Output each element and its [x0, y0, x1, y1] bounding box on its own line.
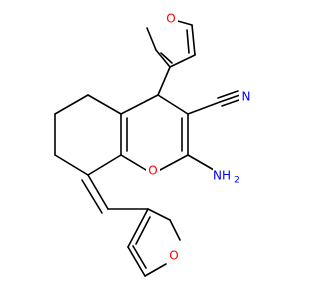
label-bg-nitrile-n	[239, 89, 253, 105]
bond-furan-top-c2-c3	[155, 49, 171, 68]
bond-c4a-c5	[87, 94, 122, 115]
atom-labels: O N NH 2 O O	[148, 12, 250, 263]
molecule-diagram: O N NH 2 O O	[54, 11, 253, 277]
bond-c3-cn	[187, 101, 221, 115]
label-bg-furan-top-o	[164, 11, 178, 27]
atom-label-amino-group: NH	[213, 169, 231, 183]
atom-label-nitrile-nitrogen: N	[242, 90, 251, 104]
bond-furan-bottom-c5-c4-inner	[132, 245, 147, 269]
bond-o1-c8a	[120, 154, 147, 171]
bond-layer	[54, 19, 243, 277]
bond-furan-top-c2-c3-inner	[160, 52, 173, 64]
bond-furan-top-to-c4	[157, 66, 171, 96]
bond-furan-bottom-c4-c3-inner	[135, 216, 151, 245]
bond-c2-nh2	[187, 154, 215, 171]
bond-c2-o1	[159, 154, 189, 171]
bond-c8-c8a	[87, 154, 122, 176]
bond-furan-bottom-c3-c2	[147, 208, 171, 221]
bond-furan-bottom-c4-c3	[127, 208, 149, 248]
bond-furan-bottom-o-c5	[144, 263, 167, 277]
bond-furan-bottom-c2-o	[169, 219, 181, 241]
atom-label-amino-subscript: 2	[234, 176, 240, 186]
label-bg-furan-bottom-o	[167, 248, 181, 264]
bond-furan-top-c4-c5-inner	[186, 29, 190, 54]
bond-furan-top-c4-c5	[191, 24, 196, 56]
atom-label-pyran-oxygen: O	[148, 164, 157, 178]
bond-cn-triple-2	[217, 90, 239, 99]
bond-c8-exo-inner	[81, 179, 103, 214]
bond-c8-exo	[87, 174, 109, 210]
atom-label-furan-bottom-oxygen: O	[169, 249, 178, 263]
bond-cn-triple-3	[221, 98, 243, 107]
bond-furan-bottom-c5-c4	[127, 246, 146, 277]
bond-c4a-c4	[120, 94, 159, 115]
bond-c5-c6	[54, 94, 89, 115]
bond-c4-c3	[157, 94, 189, 115]
structure-canvas: O N NH 2 O O	[54, 11, 253, 277]
atom-label-furan-top-oxygen: O	[166, 12, 175, 26]
bond-furan-top-c3-c4	[169, 54, 196, 68]
label-bg-pyran-o	[146, 163, 160, 179]
label-bg-amino	[213, 167, 241, 183]
bond-furan-top-o-c2	[146, 27, 157, 51]
label-backgrounds	[146, 11, 253, 264]
bond-cn-triple-1	[219, 94, 241, 103]
bond-c7-c8	[54, 154, 89, 176]
